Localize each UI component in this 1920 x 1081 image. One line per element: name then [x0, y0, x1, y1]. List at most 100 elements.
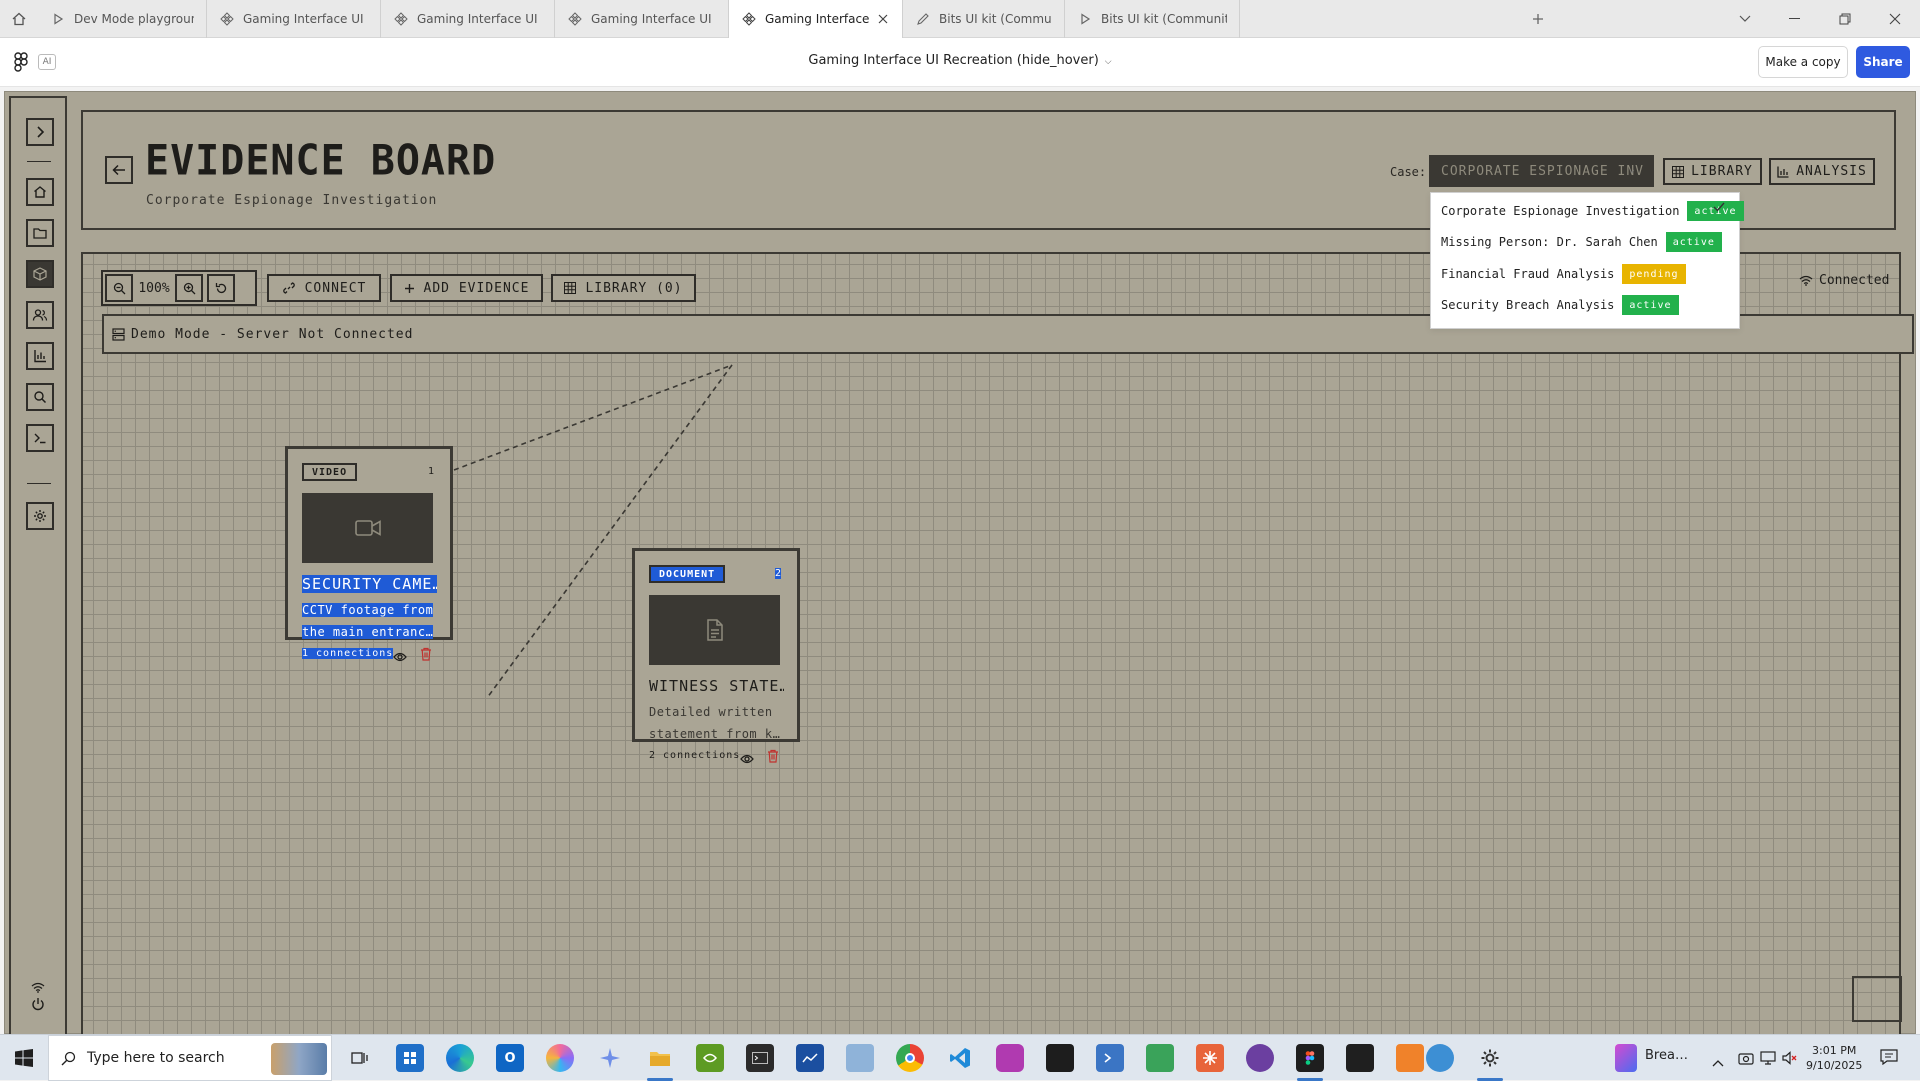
network-icon[interactable] — [1760, 1050, 1776, 1069]
figma-app-icon[interactable] — [1296, 1044, 1324, 1072]
bar-chart-icon — [1777, 166, 1789, 178]
nvidia-app-icon[interactable] — [1146, 1044, 1174, 1072]
zoom-out-icon — [113, 282, 125, 294]
close-icon[interactable] — [876, 12, 890, 26]
status-badge: active — [1665, 232, 1722, 252]
sidebar-item-files[interactable] — [26, 219, 54, 247]
make-copy-button[interactable]: Make a copy — [1758, 46, 1848, 78]
sublime-app-icon[interactable] — [1396, 1044, 1424, 1072]
sidebar-item-people[interactable] — [26, 301, 54, 329]
tab-label: Dev Mode playground (Commu — [74, 12, 194, 26]
add-evidence-button[interactable]: ADD EVIDENCE — [390, 274, 543, 302]
news-widget-icon[interactable] — [1615, 1044, 1637, 1072]
volume-muted-icon[interactable] — [1782, 1050, 1798, 1069]
evidence-card-document[interactable]: DOCUMENT 2 WITNESS STATE… Detailed writt… — [632, 548, 800, 764]
zoom-out-button[interactable] — [105, 274, 133, 302]
tab-label: Gaming Interface UI Recrea — [765, 12, 870, 26]
taskbar-search[interactable]: Type here to search — [48, 1035, 332, 1081]
claude-icon[interactable] — [1196, 1044, 1224, 1072]
task-view-icon[interactable] — [346, 1044, 374, 1072]
analysis-label: ANALYSIS — [1796, 164, 1867, 179]
evidence-thumbnail — [649, 595, 780, 665]
ai-button[interactable]: AI — [38, 54, 56, 70]
nvidia-icon[interactable] — [696, 1044, 724, 1072]
browser-tab[interactable]: Dev Mode playground (Commu — [38, 0, 207, 38]
microsoft-store-icon[interactable] — [396, 1044, 424, 1072]
box-icon — [33, 267, 47, 281]
figma-logo-icon[interactable] — [14, 52, 30, 72]
zoom-in-button[interactable] — [175, 274, 203, 302]
outlook-icon[interactable]: O — [496, 1044, 524, 1072]
eye-icon[interactable] — [740, 750, 754, 764]
cmd-app-icon[interactable] — [1346, 1044, 1374, 1072]
copilot-icon[interactable] — [546, 1044, 574, 1072]
case-select-value: CORPORATE ESPIONAGE INV — [1441, 163, 1645, 179]
file-explorer-icon[interactable] — [646, 1044, 674, 1072]
new-tab-icon[interactable] — [1528, 9, 1548, 29]
sidebar-item-search[interactable] — [26, 383, 54, 411]
chrome-icon[interactable] — [896, 1044, 924, 1072]
browser-tab[interactable]: Gaming Interface UI Recreation — [381, 0, 555, 38]
evidence-number: 2 — [774, 568, 781, 579]
server-icon — [112, 327, 125, 341]
notes-app-icon[interactable] — [846, 1044, 874, 1072]
window-close-icon[interactable] — [1870, 0, 1920, 38]
browser-tab-active[interactable]: Gaming Interface UI Recrea — [729, 0, 903, 38]
trash-icon[interactable] — [767, 748, 779, 763]
eye-icon[interactable] — [393, 648, 407, 662]
power-icon[interactable] — [31, 996, 45, 1015]
notification-icon[interactable] — [1880, 1049, 1898, 1069]
back-button[interactable] — [105, 156, 133, 184]
podcast-app-icon[interactable] — [996, 1044, 1024, 1072]
connect-button[interactable]: CONNECT — [267, 274, 381, 302]
evidence-card-video[interactable]: VIDEO 1 SECURITY CAME… CCTV footage from… — [285, 446, 453, 662]
analysis-button[interactable]: ANALYSIS — [1769, 158, 1875, 185]
powershell-icon[interactable] — [1096, 1044, 1124, 1072]
edge-browser-icon[interactable] — [446, 1044, 474, 1072]
case-option[interactable]: Corporate Espionage Investigation active — [1441, 201, 1744, 221]
link-icon — [282, 282, 295, 294]
settings-gear-icon[interactable] — [1476, 1044, 1504, 1072]
reset-zoom-button[interactable] — [207, 274, 235, 302]
gemini-sparkle-icon[interactable] — [596, 1044, 624, 1072]
chevron-up-icon[interactable] — [1712, 1052, 1724, 1071]
file-title[interactable]: Gaming Interface UI Recreation (hide_hov… — [700, 53, 1220, 68]
sidebar-item-analytics[interactable] — [26, 342, 54, 370]
vscode-icon[interactable] — [946, 1044, 974, 1072]
library-count-button[interactable]: LIBRARY (0) — [551, 274, 696, 302]
case-option[interactable]: Financial Fraud Analysis pending — [1441, 264, 1686, 284]
restore-icon[interactable] — [1820, 0, 1870, 38]
camera-tray-icon[interactable] — [1738, 1050, 1754, 1069]
tab-list-icon[interactable] — [1720, 0, 1770, 38]
trash-icon[interactable] — [420, 646, 432, 661]
clock-date: 9/10/2025 — [1806, 1059, 1863, 1072]
browser-tab[interactable]: Gaming Interface UI Recreation — [207, 0, 381, 38]
share-button[interactable]: Share — [1856, 46, 1910, 78]
browser-tab[interactable]: Bits UI kit (Community) — [903, 0, 1065, 38]
bar-chart-icon — [34, 350, 46, 363]
minimize-icon[interactable] — [1770, 0, 1820, 38]
browser-tab[interactable]: Gaming Interface UI Recreation — [555, 0, 729, 38]
sidebar-item-home[interactable] — [26, 178, 54, 206]
case-option[interactable]: Security Breach Analysis active — [1441, 295, 1679, 315]
github-desktop-icon[interactable] — [1246, 1044, 1274, 1072]
case-select[interactable]: CORPORATE ESPIONAGE INV ⌄ — [1429, 155, 1654, 187]
terminal-app-icon[interactable] — [746, 1044, 774, 1072]
docker-icon[interactable] — [1426, 1044, 1454, 1072]
evidence-board-grid[interactable] — [81, 252, 1901, 1042]
sidebar-item-evidence[interactable] — [26, 260, 54, 288]
home-icon[interactable] — [8, 8, 30, 30]
expand-sidebar-button[interactable] — [26, 118, 54, 146]
sidebar-item-settings[interactable] — [26, 502, 54, 530]
sidebar-item-terminal[interactable] — [26, 424, 54, 452]
library-button[interactable]: LIBRARY — [1663, 158, 1762, 185]
minimap[interactable] — [1852, 976, 1902, 1022]
case-label: Case: — [1390, 165, 1427, 179]
system-clock[interactable]: 3:01 PM 9/10/2025 — [1806, 1043, 1862, 1073]
case-option[interactable]: Missing Person: Dr. Sarah Chen active — [1441, 232, 1722, 252]
console-app-icon[interactable] — [1046, 1044, 1074, 1072]
browser-tab[interactable]: Bits UI kit (Community) - Overv — [1065, 0, 1240, 38]
windows-start-icon[interactable] — [0, 1035, 48, 1081]
chart-app-icon[interactable] — [796, 1044, 824, 1072]
weather-widget[interactable]: Brea… — [1645, 1048, 1688, 1063]
